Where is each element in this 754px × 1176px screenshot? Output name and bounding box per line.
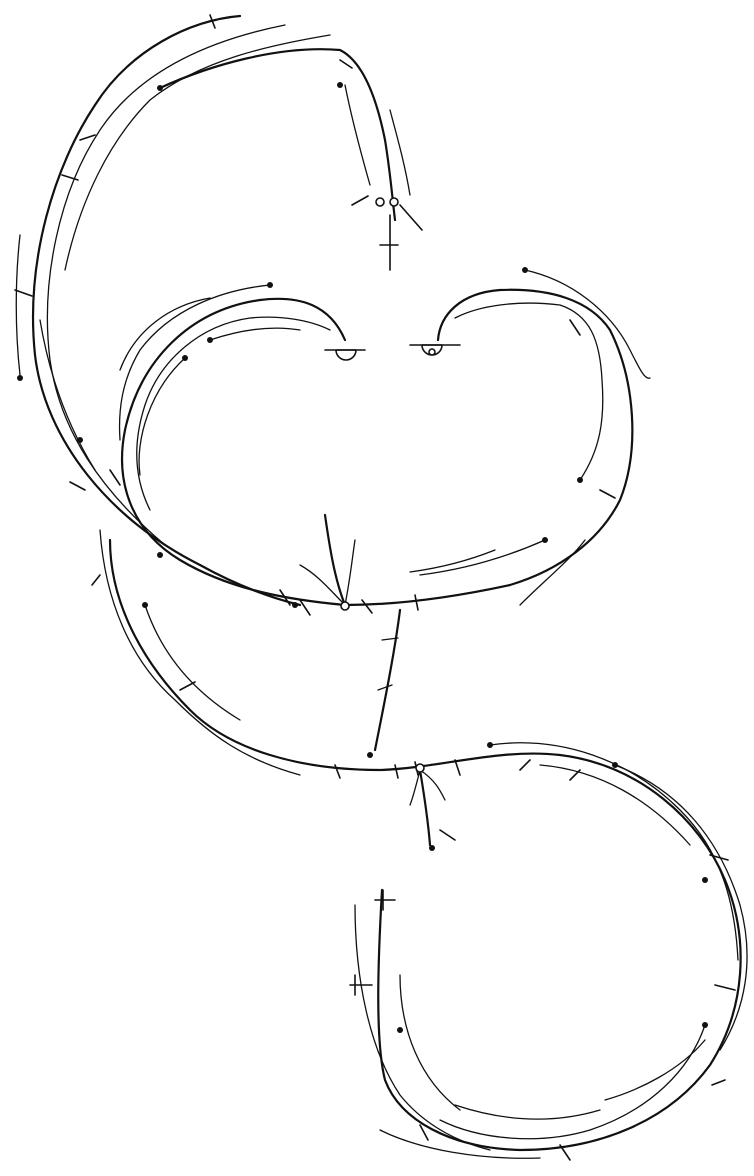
middle-heart-loop	[70, 267, 650, 615]
upper-loop	[15, 15, 422, 605]
lower-loop	[92, 530, 747, 1160]
central-stem	[300, 515, 400, 758]
bottom-branch	[410, 764, 455, 851]
